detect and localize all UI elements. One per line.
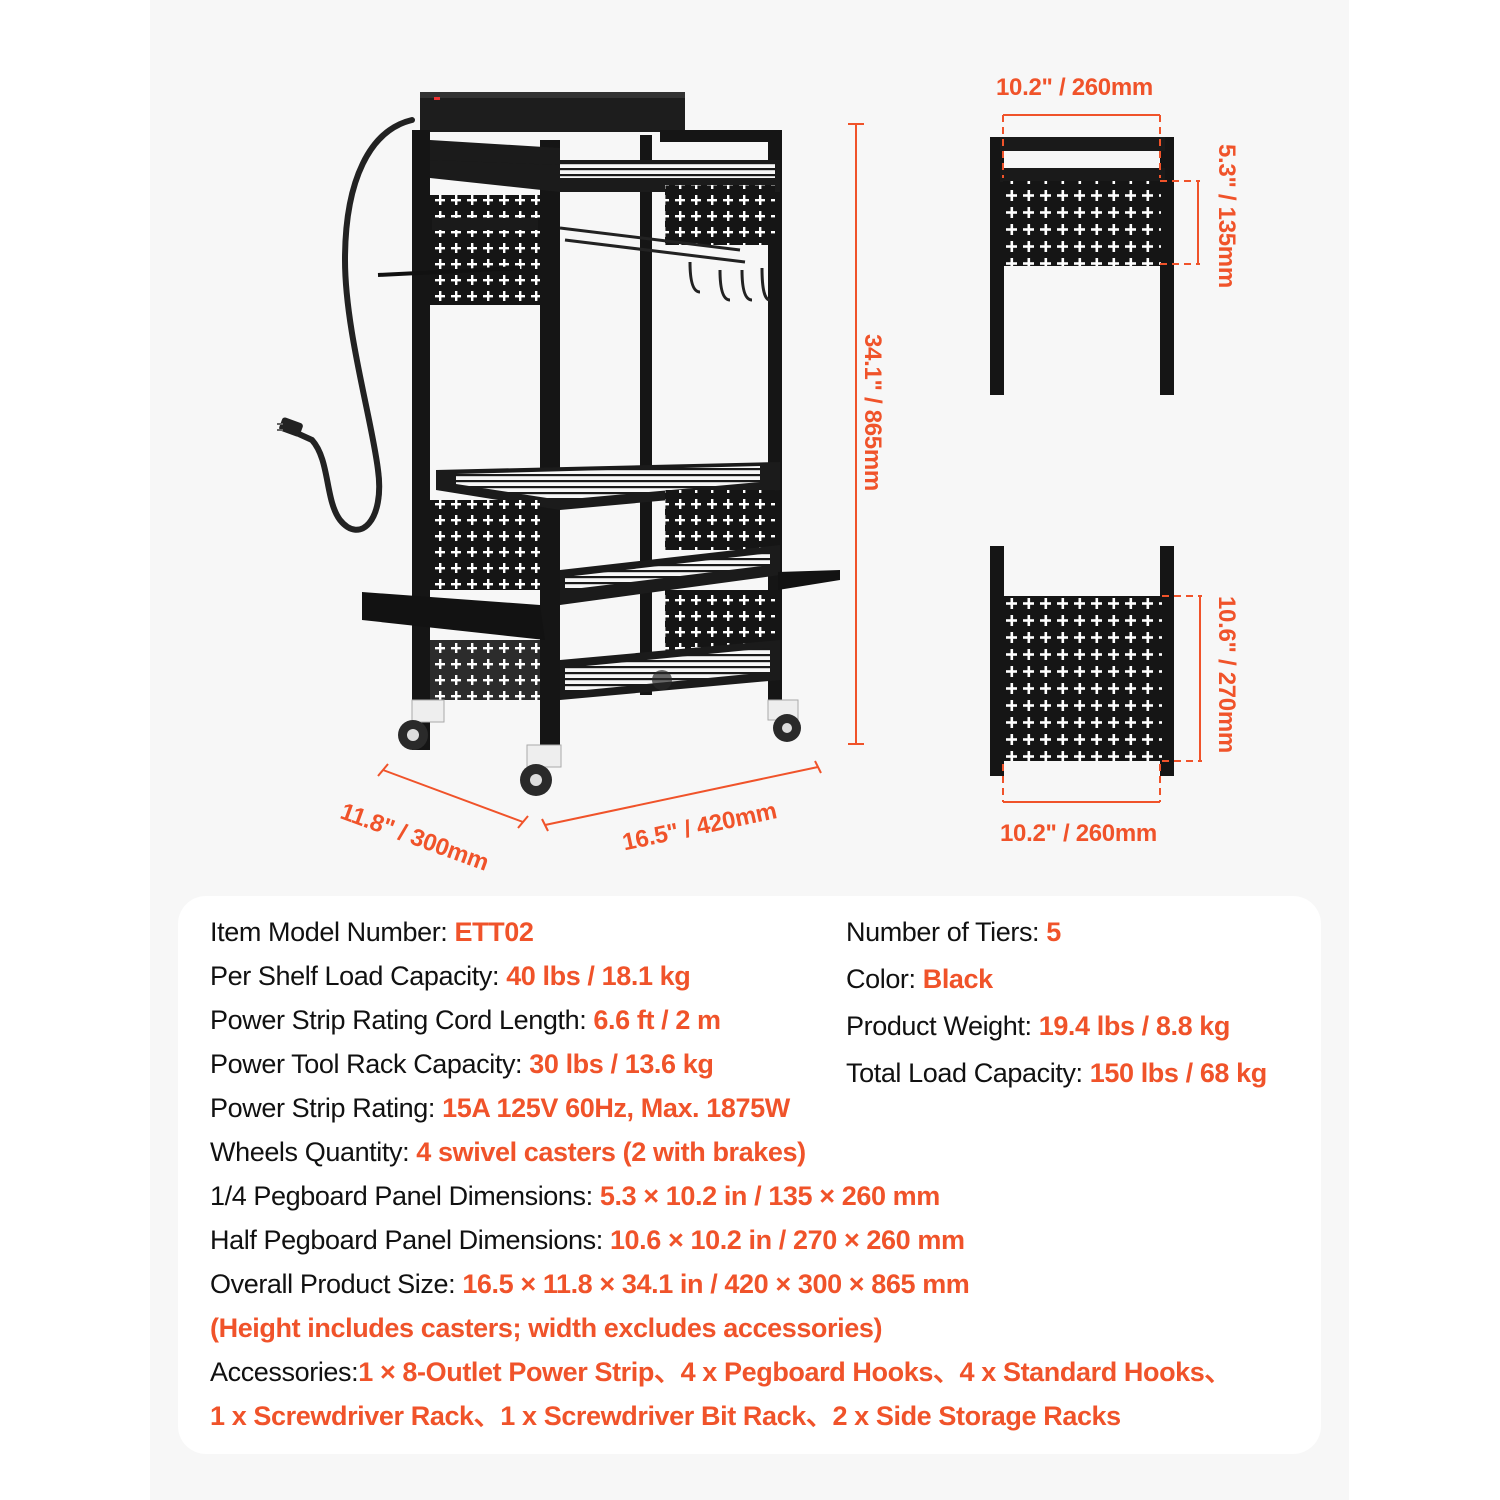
depth-dimension-line [377,763,529,829]
spec-accessories-continued: 1 x Screwdriver Rack、1 x Screwdriver Bit… [210,1401,1121,1431]
height-dimension-label: 34.1" / 865mm [859,334,886,491]
spec-color: Color: Black [846,964,993,994]
spec-total-load-capacity: Total Load Capacity: 150 lbs / 68 kg [846,1058,1267,1088]
spec-card [178,896,1321,1454]
half-panel-width-label: 10.2" / 260mm [1000,820,1157,847]
half-panel-height-label: 10.6" / 270mm [1213,596,1240,753]
spec-cord-length: Power Strip Rating Cord Length: 6.6 ft /… [210,1005,721,1035]
quarter-pegboard-diagram [990,137,1174,395]
quarter-panel-width-label: 10.2" / 260mm [996,74,1153,101]
width-dimension-line [541,760,822,832]
spec-product-weight: Product Weight: 19.4 lbs / 8.8 kg [846,1011,1231,1041]
height-dimension-line [848,123,864,745]
spec-overall-size: Overall Product Size: 16.5 × 11.8 × 34.1… [210,1269,970,1299]
tool-cart-illustration [277,92,1202,832]
spec-half-pegboard-dims: Half Pegboard Panel Dimensions: 10.6 × 1… [210,1225,965,1255]
power-strip-icon [420,92,685,132]
spec-power-strip-rating: Power Strip Rating: 15A 125V 60Hz, Max. … [210,1093,790,1123]
spec-model-number: Item Model Number: ETT02 [210,917,534,947]
spec-size-note: (Height includes casters; width excludes… [210,1313,883,1343]
spec-accessories: Accessories:1 × 8-Outlet Power Strip、4 x… [210,1357,1232,1387]
caster-icon [398,670,801,796]
spec-number-of-tiers: Number of Tiers: 5 [846,917,1061,947]
spec-per-shelf-load: Per Shelf Load Capacity: 40 lbs / 18.1 k… [210,961,691,991]
half-pegboard-diagram [990,546,1174,776]
power-cord-icon [277,117,415,533]
spec-quarter-pegboard-dims: 1/4 Pegboard Panel Dimensions: 5.3 × 10.… [210,1181,940,1211]
quarter-panel-height-label: 5.3" / 135mm [1213,144,1240,288]
spec-tool-rack-capacity: Power Tool Rack Capacity: 30 lbs / 13.6 … [210,1049,714,1079]
spec-wheels-quantity: Wheels Quantity: 4 swivel casters (2 wit… [210,1137,806,1167]
